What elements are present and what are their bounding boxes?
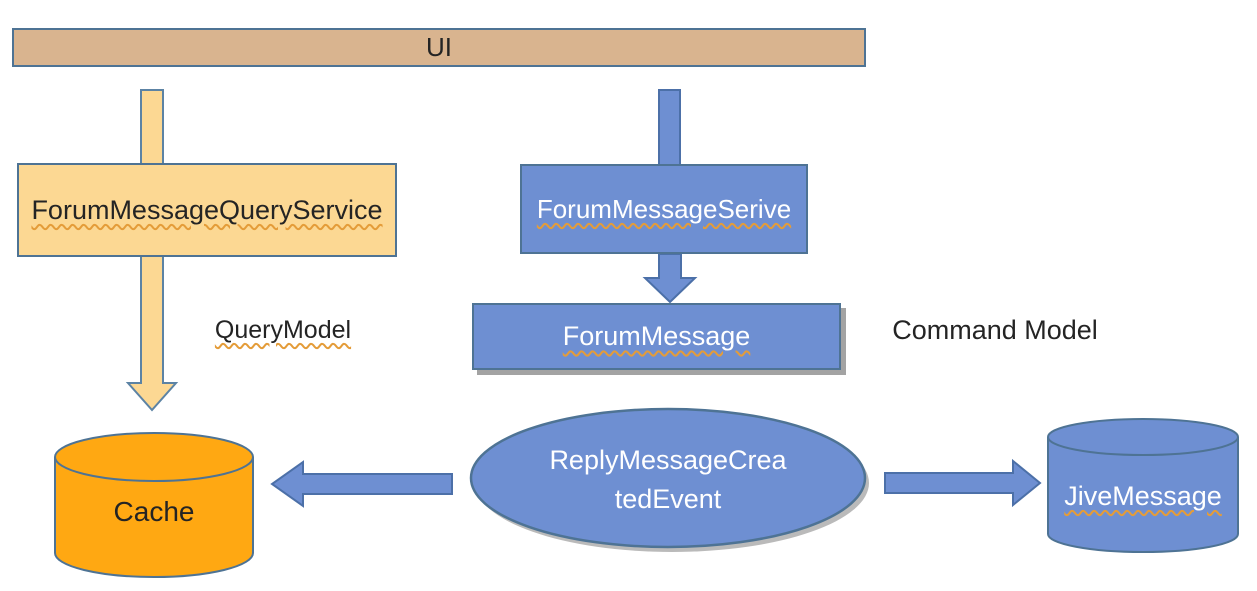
ui-bar: UI xyxy=(12,28,866,67)
forummessage-box: ForumMessage xyxy=(472,303,841,370)
cache-cylinder-body xyxy=(54,432,254,578)
cache-cylinder-rim xyxy=(54,456,254,482)
ui-label: UI xyxy=(426,32,452,62)
event-label-line1: ReplyMessageCrea xyxy=(549,445,787,475)
query-service-box: ForumMessageQueryService xyxy=(17,163,397,257)
arrow-event-to-cache xyxy=(270,460,453,508)
event-label: ReplyMessageCrea tedEvent xyxy=(493,442,843,518)
forummessage-label: ForumMessage xyxy=(562,321,751,351)
arrow-ui-to-commandservice xyxy=(658,89,681,167)
jivemessage-cylinder-rim xyxy=(1047,436,1239,456)
command-service-label: ForumMessageSerive xyxy=(536,193,792,224)
jivemessage-cylinder xyxy=(1047,418,1239,553)
jivemessage-label: JiveMessage xyxy=(1064,480,1222,511)
arrow-commandservice-to-forummessage xyxy=(642,253,698,304)
event-label-line2: tedEvent xyxy=(614,484,722,514)
event-ellipse xyxy=(469,407,867,549)
query-service-label: ForumMessageQueryService xyxy=(31,194,383,225)
command-service-box: ForumMessageSerive xyxy=(520,164,808,254)
command-model-label: Command Model xyxy=(892,314,1098,345)
cache-label: Cache xyxy=(113,496,195,527)
cache-cylinder xyxy=(54,432,254,578)
arrow-event-to-jivemessage xyxy=(884,458,1042,508)
query-model-label: QueryModel xyxy=(214,315,352,344)
